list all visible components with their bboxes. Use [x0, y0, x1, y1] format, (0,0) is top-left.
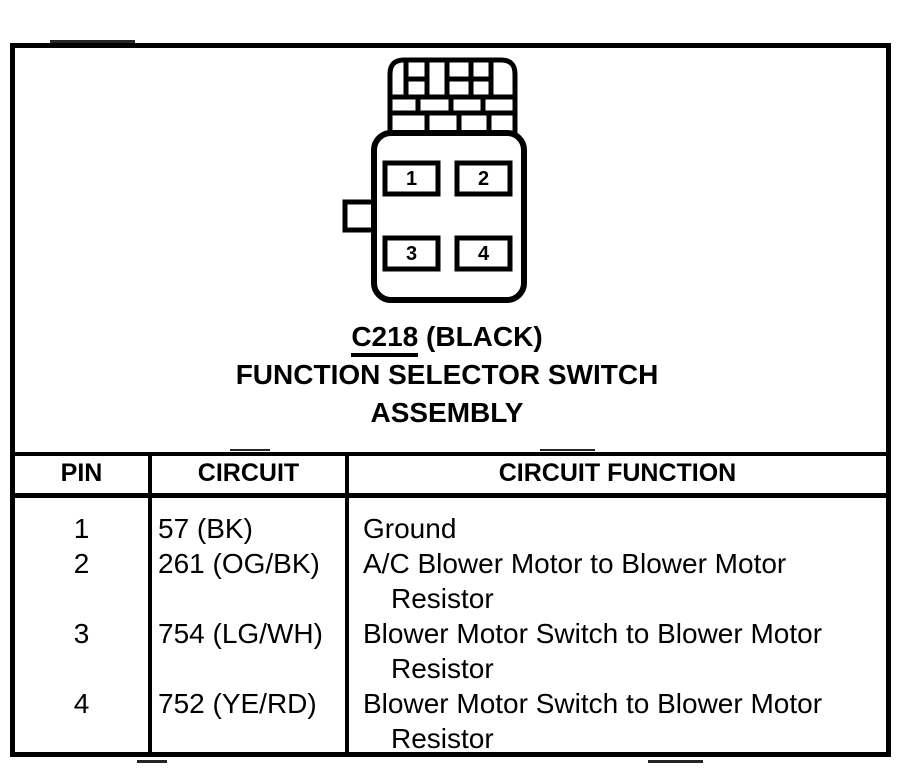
- scan-artifact: [137, 760, 167, 763]
- row-1-circuit: 57 (BK): [158, 513, 253, 544]
- table-divider-circuit-function: [345, 452, 349, 752]
- pin-cavity-4: [454, 235, 513, 272]
- pin-number-1: 1: [405, 168, 418, 190]
- connector-id: C218: [351, 321, 419, 357]
- header-circuit: CIRCUIT: [197, 459, 300, 487]
- table-header-bottom-rule: [12, 493, 888, 498]
- scan-artifact: [50, 40, 135, 43]
- connector-color: (BLACK): [426, 321, 543, 352]
- connector-body: [371, 130, 527, 303]
- pin-number-2: 2: [477, 168, 490, 190]
- row-1-function: Ground: [363, 513, 457, 544]
- scan-artifact: [230, 449, 270, 451]
- pin-number-4: 4: [477, 243, 490, 265]
- row-3-function: Blower Motor Switch to Blower Motor: [363, 618, 823, 649]
- row-2-circuit: 261 (OG/BK): [158, 548, 320, 579]
- row-2-pin: 2: [73, 548, 90, 579]
- pin-cavity-1: [382, 160, 441, 197]
- row-3-function-cont: Resistor: [391, 653, 494, 684]
- scan-artifact: [540, 449, 595, 451]
- pin-cavity-3: [382, 235, 441, 272]
- row-3-pin: 3: [73, 618, 90, 649]
- row-4-pin: 4: [73, 688, 90, 719]
- pin-cavity-2: [454, 160, 513, 197]
- connector-name-line2: ASSEMBLY: [370, 397, 524, 428]
- scan-artifact: [648, 760, 703, 763]
- connector-name-line1: FUNCTION SELECTOR SWITCH: [235, 359, 659, 390]
- row-4-circuit: 752 (YE/RD): [158, 688, 317, 719]
- row-4-function-cont: Resistor: [391, 723, 494, 754]
- table-divider-pin-circuit: [148, 452, 152, 752]
- connector-id-line: C218 (BLACK): [97, 318, 797, 357]
- figure-border: [10, 43, 891, 757]
- row-3-circuit: 754 (LG/WH): [158, 618, 323, 649]
- row-4-function: Blower Motor Switch to Blower Motor: [363, 688, 823, 719]
- connector-drawing: [342, 57, 527, 303]
- row-1-pin: 1: [73, 513, 90, 544]
- row-2-function: A/C Blower Motor to Blower Motor: [363, 548, 787, 579]
- table-header-top-rule: [12, 452, 888, 456]
- header-pin: PIN: [60, 459, 103, 487]
- connector-latch-outline: [387, 57, 518, 136]
- pin-number-3: 3: [405, 243, 418, 265]
- header-circuit-function: CIRCUIT FUNCTION: [498, 459, 737, 487]
- row-2-function-cont: Resistor: [391, 583, 494, 614]
